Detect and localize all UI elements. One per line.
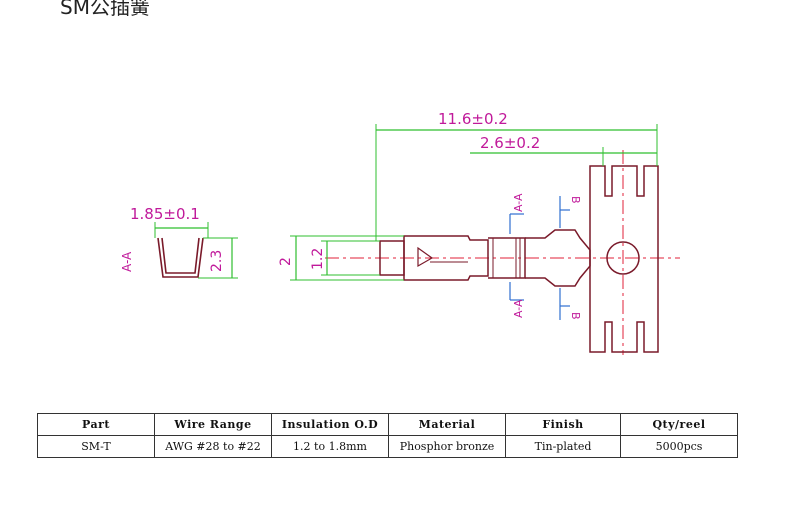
cell-part: SM-T bbox=[37, 435, 155, 458]
terminal-drawing: 1.85±0.1 2.3 A-A 11.6±0.2 bbox=[120, 110, 680, 355]
end-view-u-profile bbox=[157, 237, 204, 278]
cell-wire-range: AWG #28 to #22 bbox=[154, 435, 272, 458]
dim-total-length: 11.6±0.2 bbox=[438, 110, 508, 128]
header-part: Part bbox=[37, 413, 155, 436]
header-finish: Finish bbox=[505, 413, 621, 436]
dim-tab-width: 2.6±0.2 bbox=[480, 134, 540, 152]
page-title: SM公插簧 bbox=[60, 0, 150, 19]
section-b-bottom: B bbox=[569, 312, 582, 320]
header-material: Material bbox=[388, 413, 506, 436]
cell-material: Phosphor bronze bbox=[388, 435, 506, 458]
section-b-top: B bbox=[569, 196, 582, 204]
dim-body-height: 2 bbox=[278, 257, 294, 266]
dim-end-height: 2.3 bbox=[209, 250, 225, 272]
end-view: 1.85±0.1 2.3 A-A bbox=[120, 205, 238, 279]
cell-insulation: 1.2 to 1.8mm bbox=[271, 435, 389, 458]
spec-table: Part Wire Range Insulation O.D Material … bbox=[37, 413, 738, 458]
table-row: SM-T AWG #28 to #22 1.2 to 1.8mm Phospho… bbox=[37, 435, 738, 458]
section-label-top: A-A bbox=[512, 193, 525, 212]
table-header-row: Part Wire Range Insulation O.D Material … bbox=[37, 413, 738, 436]
side-view: 11.6±0.2 2.6±0.2 2 1.2 A-A A-A B B bbox=[278, 110, 680, 355]
header-insulation: Insulation O.D bbox=[271, 413, 389, 436]
header-wire-range: Wire Range bbox=[154, 413, 272, 436]
header-qty: Qty/reel bbox=[620, 413, 738, 436]
dim-pin-height: 1.2 bbox=[310, 248, 326, 270]
cell-qty: 5000pcs bbox=[620, 435, 738, 458]
dim-end-width: 1.85±0.1 bbox=[130, 205, 200, 223]
cell-finish: Tin-plated bbox=[505, 435, 621, 458]
section-label-bottom: A-A bbox=[512, 299, 525, 318]
end-view-label: A-A bbox=[120, 251, 134, 272]
